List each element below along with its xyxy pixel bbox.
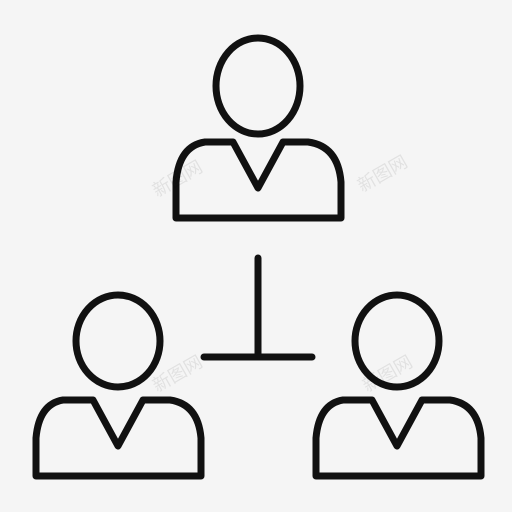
person-right-icon <box>312 291 485 480</box>
person-right-body <box>312 396 485 480</box>
person-left-head <box>72 291 164 391</box>
person-top-body <box>172 138 345 222</box>
person-top-head <box>212 34 304 138</box>
hierarchy-connector <box>200 254 316 361</box>
person-left-body <box>32 396 205 480</box>
person-right-head <box>351 291 443 391</box>
person-top-icon <box>172 34 345 222</box>
person-left-icon <box>32 291 205 480</box>
